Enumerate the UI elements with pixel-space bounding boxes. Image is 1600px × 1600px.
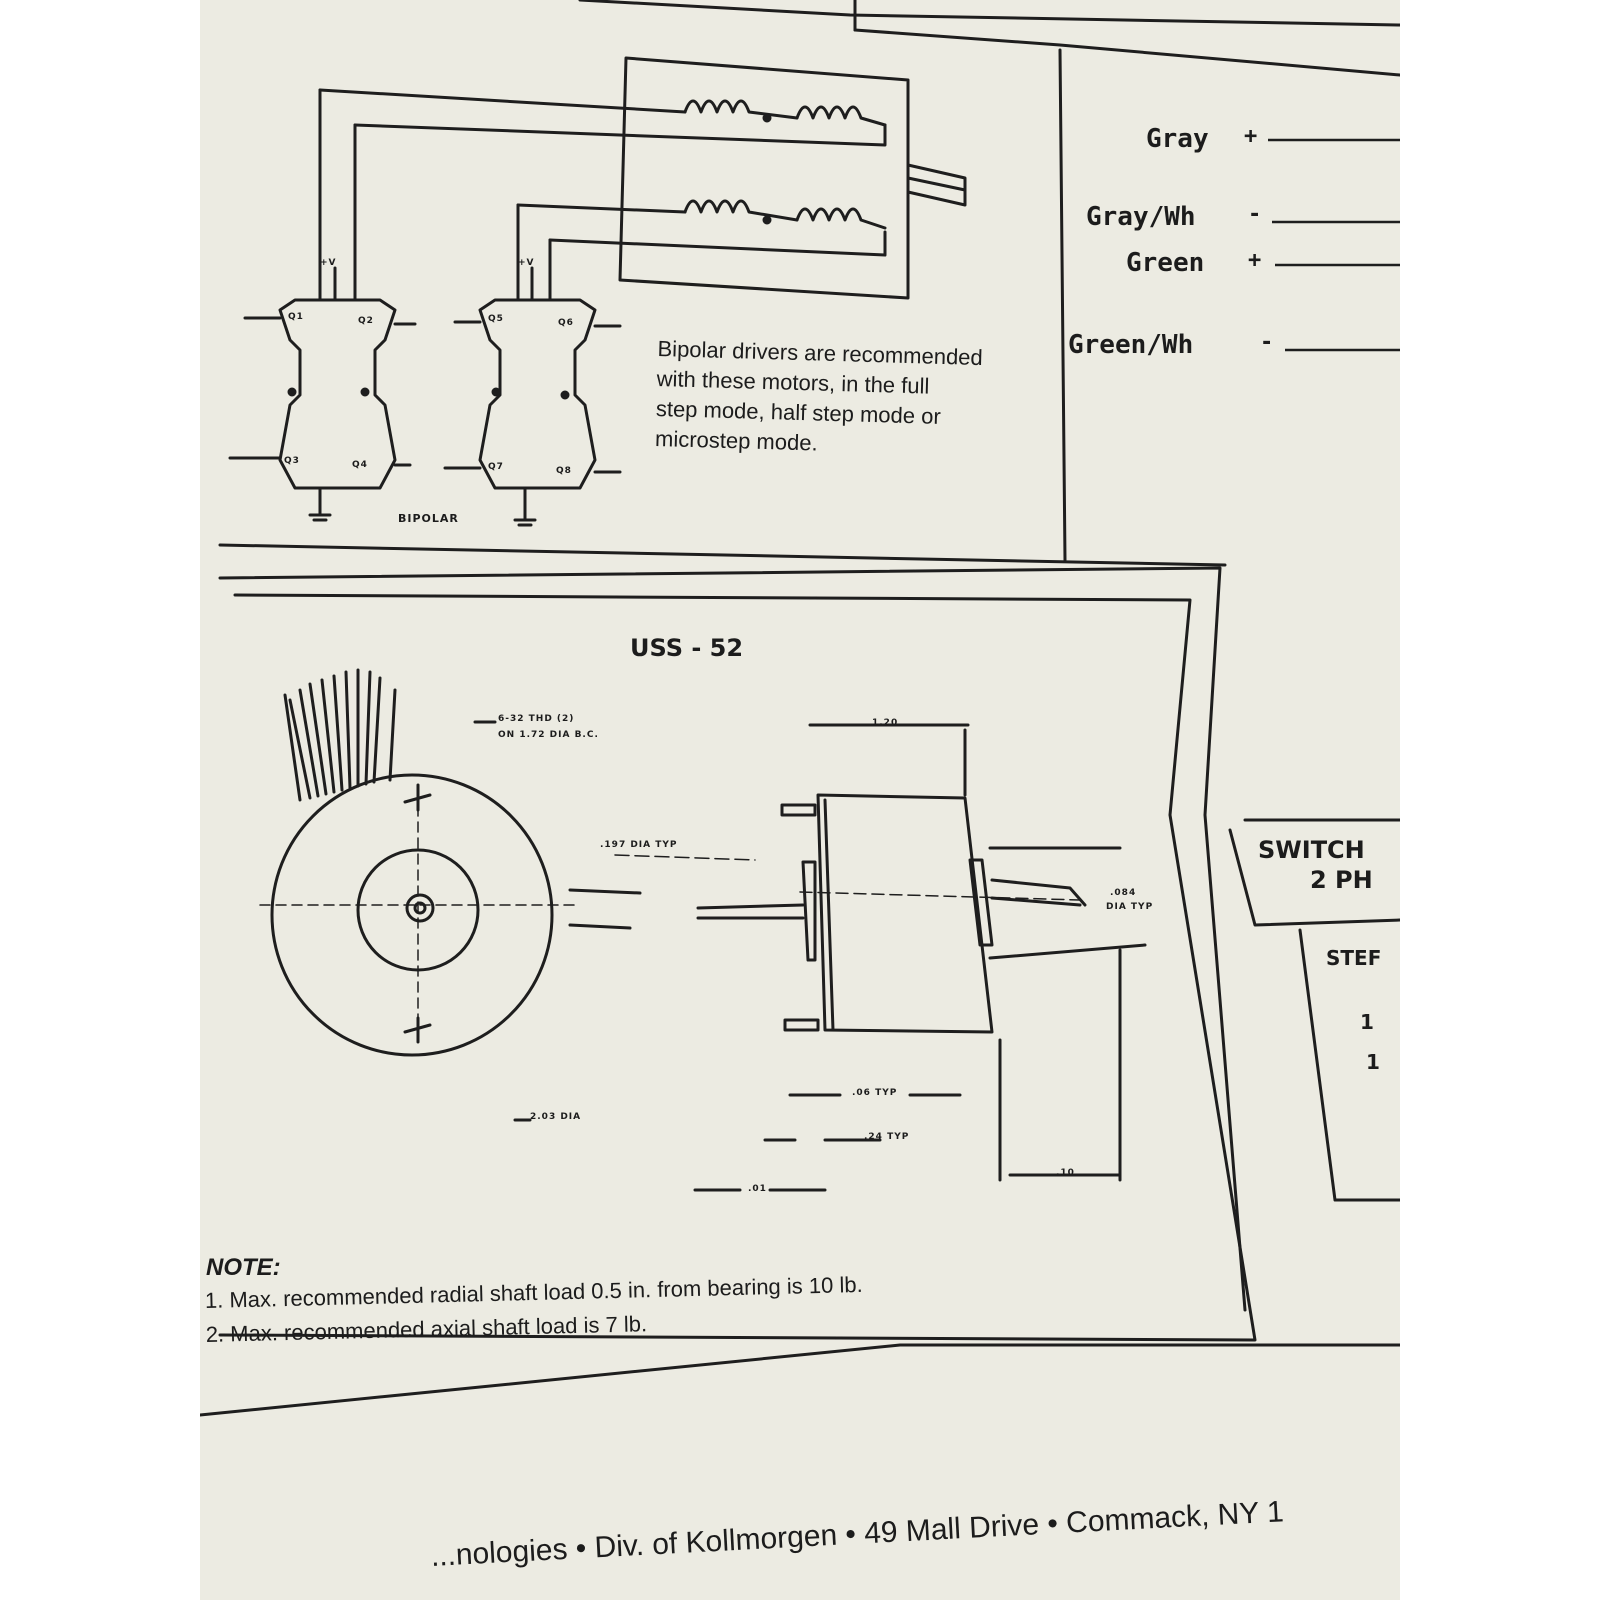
wire-label-gray: Gray [1146, 124, 1209, 154]
transistor-label-q8: Q8 [556, 466, 572, 476]
dim-flange-1: .06 TYP [852, 1088, 898, 1098]
dim-shaft-len: .10 [1056, 1168, 1075, 1178]
transistor-label-q1: Q1 [288, 312, 304, 322]
dim-thread-2: ON 1.72 DIA B.C. [498, 730, 599, 740]
transistor-label-q4: Q4 [352, 460, 368, 470]
motor-front-view [259, 668, 581, 1057]
wire-label-green: Green [1126, 248, 1205, 278]
transistor-label-q3: Q3 [284, 456, 300, 466]
wire-label-green-wh: Green/Wh [1068, 330, 1194, 360]
wire-sign-green-wh: - [1260, 330, 1274, 355]
switching-title-1: SWITCH [1258, 836, 1365, 864]
switching-table-frame [1228, 828, 1400, 1202]
wire-sign-gray: + [1244, 124, 1258, 149]
dim-hole: .197 DIA TYP [600, 840, 678, 850]
supply-label-left: +V [320, 258, 337, 268]
transistor-label-q5: Q5 [488, 314, 504, 324]
frame-lines [200, 0, 1400, 1417]
dim-shaft-2: DIA TYP [1106, 902, 1154, 912]
h-bridge-left [228, 266, 417, 522]
transistor-label-q2: Q2 [358, 316, 374, 326]
dim-length: 1.20 [872, 718, 899, 728]
transistor-label-q7: Q7 [488, 462, 504, 472]
dim-thread-1: 6-32 THD (2) [498, 714, 575, 724]
switching-title-2: 2 PH [1310, 866, 1373, 894]
note-heading: NOTE: [206, 1254, 281, 1281]
wire-leads [1268, 138, 1400, 352]
dim-shaft-1: .084 [1110, 888, 1137, 898]
schematic-caption: BIPOLAR [398, 512, 459, 525]
datasheet-page: Gray + Gray/Wh - Green + Green/Wh - +V +… [200, 0, 1400, 1600]
dim-pilot: .01 [748, 1184, 767, 1194]
switching-row-2: 1 [1366, 1050, 1380, 1074]
switching-column-head: STEF [1326, 946, 1382, 970]
wire-sign-gray-wh: - [1248, 202, 1262, 227]
motor-side-view [473, 720, 1147, 1192]
schematic-drawing [200, 0, 1400, 1417]
supply-label-right: +V [518, 258, 535, 268]
wire-sign-green: + [1248, 248, 1262, 273]
switching-row-1: 1 [1360, 1010, 1374, 1034]
transistor-label-q6: Q6 [558, 318, 574, 328]
model-label: USS - 52 [630, 634, 744, 662]
h-bridge-right [443, 266, 622, 527]
recommendation-text: Bipolar drivers are recommended with the… [655, 334, 983, 463]
wire-label-gray-wh: Gray/Wh [1086, 202, 1196, 232]
note-list: 1. Max. recommended radial shaft load 0.… [204, 1246, 864, 1352]
dim-body: 2.03 DIA [530, 1112, 582, 1122]
dim-flange-2: .24 TYP [864, 1132, 910, 1142]
motor-coils [318, 56, 967, 302]
